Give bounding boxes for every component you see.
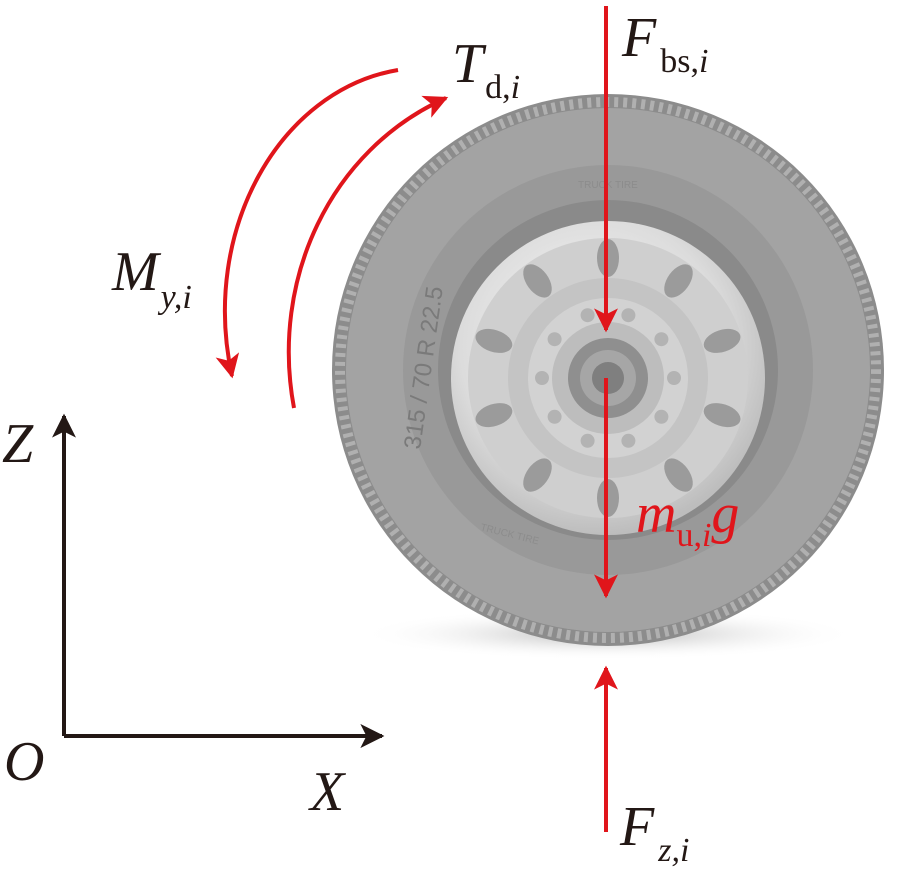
rim-hole <box>703 328 741 353</box>
lug-nut <box>654 409 669 424</box>
x-axis-label: X <box>308 761 347 823</box>
rim-hole <box>664 264 693 298</box>
tread-mark-top: TRUCK TIRE <box>578 180 638 191</box>
gravity-label: mu,ig <box>636 483 739 554</box>
origin-label: O <box>4 731 44 793</box>
rolling-moment-label: My,i <box>111 241 192 316</box>
lug-nut <box>621 433 636 448</box>
rim-hole <box>523 458 552 492</box>
rim-hole <box>475 328 513 353</box>
lug-nut <box>667 371 681 385</box>
rim-hole <box>703 403 741 428</box>
z-axis-label: Z <box>2 413 34 475</box>
lug-nut <box>535 371 549 385</box>
lug-nut <box>580 308 595 323</box>
rim-hole <box>664 458 693 492</box>
rim-hole <box>523 264 552 298</box>
lug-nut <box>547 332 562 347</box>
lug-nut <box>654 332 669 347</box>
lug-nut <box>580 433 595 448</box>
lug-nut <box>621 308 636 323</box>
drive-torque-label: Td,i <box>452 33 520 106</box>
rim-hole <box>475 403 513 428</box>
drive-torque-arrow <box>286 95 449 409</box>
rolling-moment-arrow <box>215 68 399 379</box>
lug-nut <box>547 409 562 424</box>
